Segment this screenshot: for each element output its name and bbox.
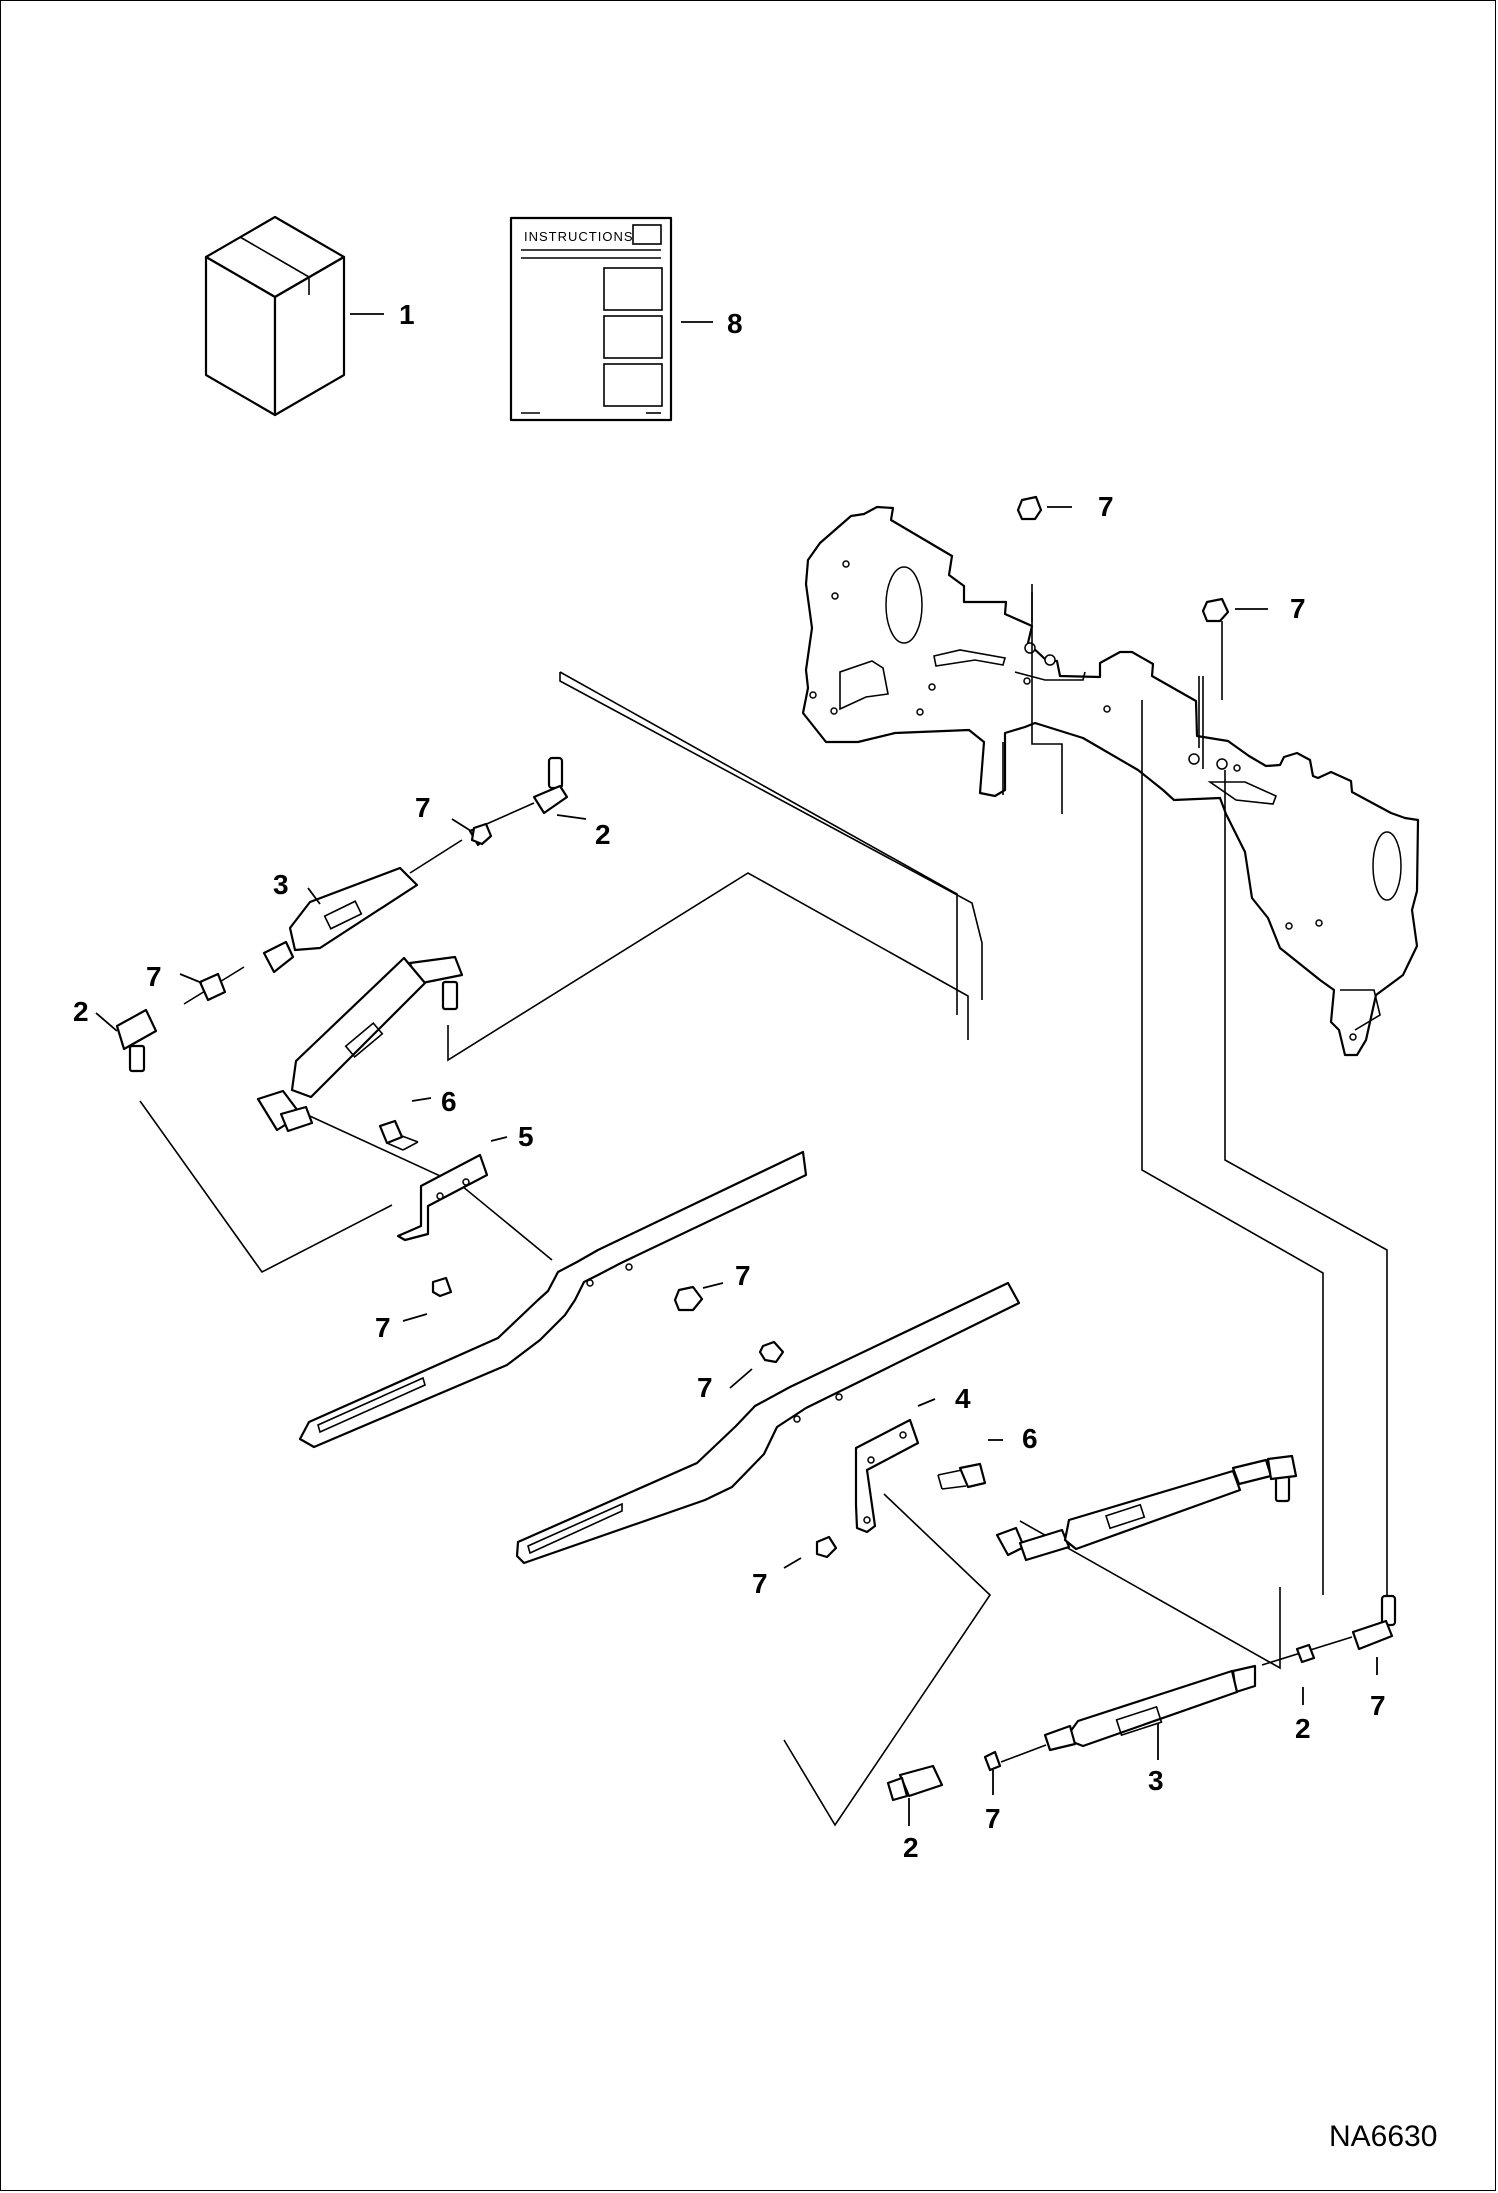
callout-7-lower-arm: 7 [697,1372,713,1403]
callout-2-lower-right: 7 [1370,1690,1386,1721]
callout-7-top-right: 7 [1290,593,1306,624]
callout-7-lower-plate: 7 [752,1568,768,1599]
gas-spring-lower-right [886,1594,1397,1802]
callout-7-upper-arm: 7 [735,1260,751,1291]
support-arm-upper [298,1150,808,1449]
alignment-lines [139,584,1388,1827]
callout-1: 1 [399,299,415,330]
callout-7-under-plate: 7 [375,1312,391,1343]
support-arm-lower [515,1281,1021,1565]
callout-5: 5 [518,1121,534,1152]
callout-6-upper: 6 [441,1086,457,1117]
callout-3-lower: 3 [1148,1765,1164,1796]
nut-top-left [1016,495,1043,521]
nut-upper-arm [673,1285,704,1312]
nut-under-plate [431,1276,453,1298]
callout-3-upper: 3 [273,869,289,900]
nut-lower-arm [758,1340,785,1364]
callout-4: 4 [955,1383,971,1414]
gas-spring-middle-left [256,955,464,1133]
callout-labels: 1 8 7 7 7 2 3 7 2 6 5 7 7 7 4 6 7 7 2 3 … [73,299,1386,1863]
gas-spring-middle-right [995,1454,1298,1562]
callout-2-upper-right: 2 [595,819,611,850]
mounting-bracket-frame [801,505,1420,1057]
instructions-sheet-icon [509,216,673,422]
callout-6-lower: 6 [1022,1423,1038,1454]
callout-7-upper-left-nut: 7 [146,961,162,992]
callout-8: 8 [727,308,743,339]
callout-7-lower-left-nut: 7 [985,1803,1001,1834]
instructions-title: INSTRUCTIONS [524,229,634,244]
callout-2-upper-left: 2 [73,996,89,1027]
reference-code: NA6630 [1329,2120,1437,2153]
box-package-icon [204,215,346,417]
nut-left-cylinder-top [470,822,493,846]
mounting-plate-lower [854,1418,920,1534]
bolt-upper [378,1119,419,1151]
callout-2-lower-left: 2 [903,1832,919,1863]
callout-7-top-left: 7 [1098,491,1114,522]
callout-7-upper-cylinder: 7 [415,792,431,823]
leader-lines [95,506,1378,1826]
callout-7-lower-right-nut: 2 [1295,1713,1311,1744]
mounting-plate-upper [396,1153,489,1242]
nut-lower-plate [815,1535,838,1559]
nut-top-right [1201,597,1230,623]
bolt-lower [937,1462,987,1490]
